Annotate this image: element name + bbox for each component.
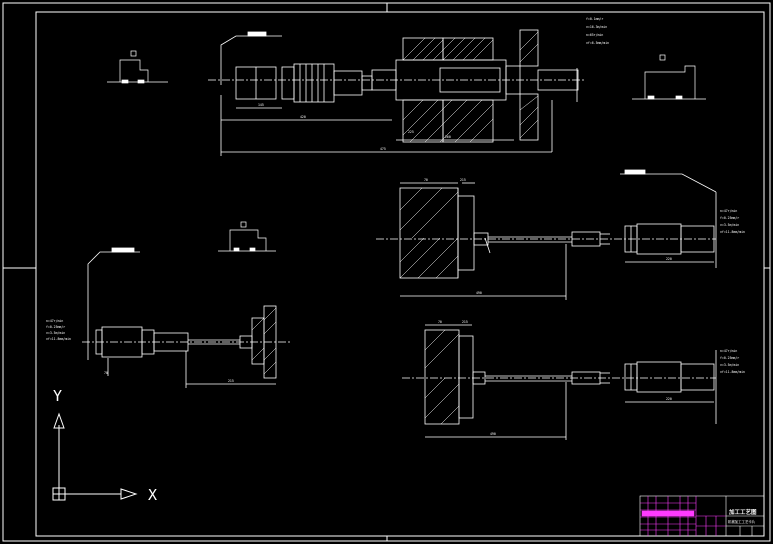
- left-assembly-dims: 215 70: [104, 371, 234, 383]
- svg-text:215: 215: [228, 379, 234, 383]
- position-symbol-2: [632, 54, 706, 100]
- title-block-subtitle: 机械加工工艺卡片: [728, 519, 756, 524]
- svg-text:70: 70: [104, 371, 108, 375]
- position-symbol-3: [218, 221, 276, 252]
- top-assembly-dims: 145 420 475 260 225: [258, 103, 451, 151]
- svg-text:n=65r/min: n=65r/min: [586, 33, 603, 37]
- left-assembly-view: [82, 247, 292, 388]
- middle-assembly-dims: 70 215 220 490: [424, 178, 672, 295]
- svg-text:f=0.25mm/r: f=0.25mm/r: [46, 325, 65, 329]
- svg-text:n=47r/min: n=47r/min: [46, 319, 63, 323]
- svg-text:vf=6.5mm/min: vf=6.5mm/min: [586, 41, 609, 45]
- dim-top-3: 475: [380, 147, 386, 151]
- params-mid-right: n=47r/min f=0.25mm/r v=3.5m/min vf=11.8m…: [720, 209, 745, 234]
- y-axis-label: Y: [53, 387, 62, 405]
- svg-text:f=0.1mm/r: f=0.1mm/r: [586, 17, 603, 21]
- svg-text:vf=11.8mm/min: vf=11.8mm/min: [46, 337, 71, 341]
- svg-text:v=3.5m/min: v=3.5m/min: [720, 363, 739, 367]
- middle-assembly-view: [376, 169, 717, 300]
- svg-text:215: 215: [462, 320, 468, 324]
- params-low-right: n=47r/min f=0.25mm/r v=3.5m/min vf=11.8m…: [720, 349, 745, 374]
- svg-text:220: 220: [666, 257, 672, 261]
- svg-text:70: 70: [438, 320, 442, 324]
- svg-text:490: 490: [476, 291, 482, 295]
- lower-assembly-view: [402, 324, 717, 440]
- svg-text:n=47r/min: n=47r/min: [720, 349, 737, 353]
- dim-top-2: 420: [300, 115, 306, 119]
- top-assembly-view: [208, 29, 585, 156]
- ucs-icon: [52, 412, 138, 501]
- title-block: [639, 495, 765, 537]
- svg-text:v=3.5m/min: v=3.5m/min: [46, 331, 65, 335]
- svg-text:v=16.3m/min: v=16.3m/min: [586, 25, 607, 29]
- svg-text:f=0.25mm/r: f=0.25mm/r: [720, 356, 739, 360]
- x-axis-label: X: [148, 486, 157, 504]
- dim-top-4: 260: [445, 135, 451, 139]
- params-top-right: f=0.1mm/r v=16.3m/min n=65r/min vf=6.5mm…: [586, 17, 609, 45]
- position-symbol-1: [107, 50, 168, 84]
- svg-text:220: 220: [666, 397, 672, 401]
- svg-text:70: 70: [424, 178, 428, 182]
- svg-text:490: 490: [490, 432, 496, 436]
- params-left: n=47r/min f=0.25mm/r v=3.5m/min vf=11.8m…: [46, 319, 71, 341]
- lower-assembly-dims: 70 215 220 490: [438, 320, 672, 436]
- dim-top-1: 145: [258, 103, 264, 107]
- svg-text:n=47r/min: n=47r/min: [720, 209, 737, 213]
- svg-text:215: 215: [460, 178, 466, 182]
- svg-text:vf=11.8mm/min: vf=11.8mm/min: [720, 230, 745, 234]
- title-block-title: 加工工艺图: [728, 508, 757, 516]
- svg-text:vf=11.8mm/min: vf=11.8mm/min: [720, 370, 745, 374]
- svg-text:v=3.5m/min: v=3.5m/min: [720, 223, 739, 227]
- svg-text:f=0.25mm/r: f=0.25mm/r: [720, 216, 739, 220]
- dim-top-5: 225: [408, 130, 414, 134]
